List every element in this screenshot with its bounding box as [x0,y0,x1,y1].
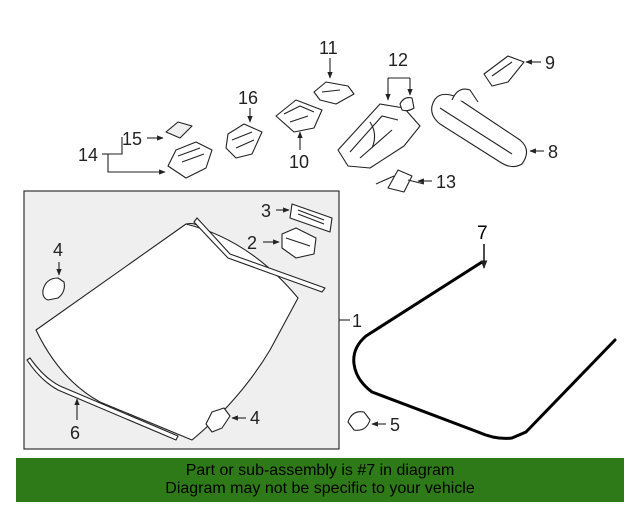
part-3-bracket[interactable] [289,203,333,233]
callout-11: 11 [319,38,338,58]
callout-7: 7 [477,223,488,244]
part-12-mirror-mount[interactable] [337,97,421,169]
callout-9: 9 [545,53,555,73]
part-14-housing[interactable] [167,141,213,179]
part-16-sensor[interactable] [225,123,263,159]
callout-4a: 4 [53,240,63,260]
upper-moulding[interactable] [193,217,326,293]
bracket-left[interactable] [42,277,65,301]
info-banner: Part or sub-assembly is #7 in diagram Di… [16,458,624,502]
callout-1: 1 [352,311,362,331]
callout-4b: 4 [250,408,260,428]
callout-6: 6 [70,423,80,443]
part-2-mount[interactable] [281,227,317,259]
part-11-clip[interactable] [313,81,355,105]
part-5-cap[interactable] [347,411,371,431]
callout-14: 14 [78,145,98,165]
callout-10: 10 [289,152,309,172]
bracket-lower[interactable] [205,407,231,433]
callout-2: 2 [247,233,257,253]
callout-8: 8 [548,142,558,162]
callout-12: 12 [388,50,408,70]
banner-line-2: Diagram may not be specific to your vehi… [165,480,475,497]
part-15-pad[interactable] [165,121,193,139]
callout-5: 5 [390,415,400,435]
banner-line-1: Part or sub-assembly is #7 in diagram [185,462,455,479]
part-9-cover[interactable] [483,55,525,87]
callout-3: 3 [261,201,271,221]
callout-14-bracket-top [108,137,123,155]
part-8-rearview-mirror[interactable] [431,88,528,168]
callout-15: 15 [122,129,142,149]
callout-14-bracket [107,154,166,175]
lower-moulding[interactable] [26,357,179,441]
part-7-seal[interactable] [352,260,617,440]
part-13-clip[interactable] [375,169,425,193]
part-10-bracket[interactable] [275,99,323,133]
callout-16: 16 [238,88,258,108]
callout-13: 13 [436,172,456,192]
